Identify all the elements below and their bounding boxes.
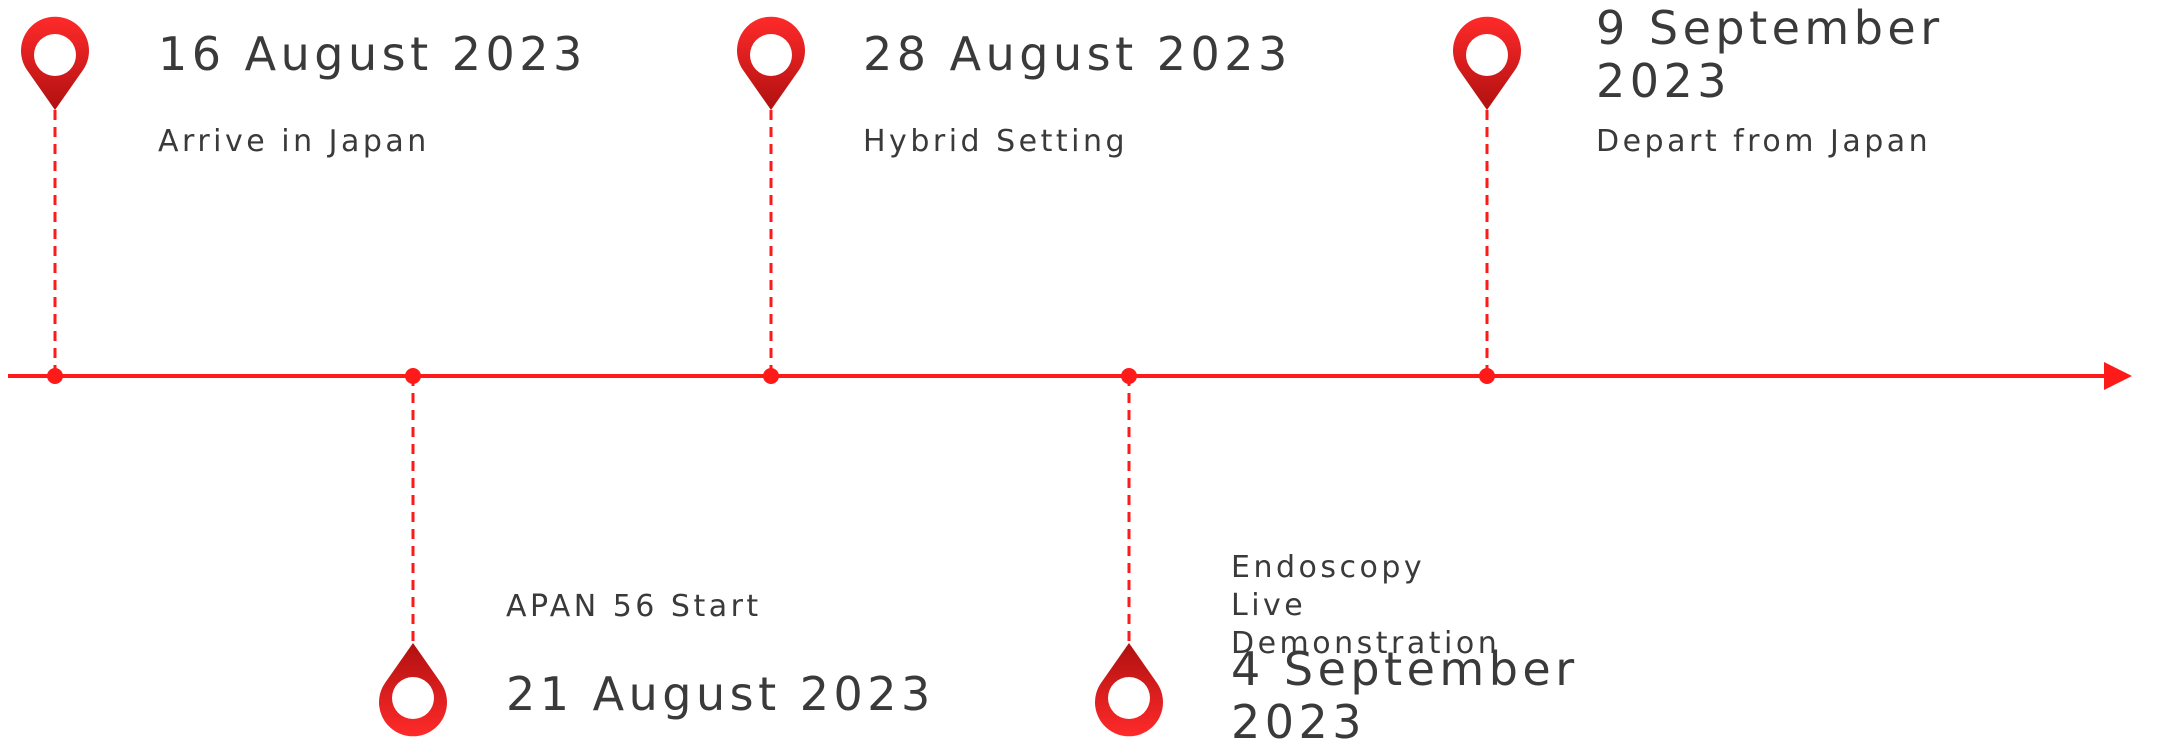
event-description-2: APAN 56 Start xyxy=(506,589,762,624)
timeline-node xyxy=(1479,368,1495,384)
event-date-4: 4 September 2023 xyxy=(1231,642,1579,749)
event-description-4: Endoscopy Live Demonstration xyxy=(1231,550,1501,661)
event-date-1: 16 August 2023 xyxy=(158,27,587,81)
event-description-5: Depart from Japan xyxy=(1596,124,1932,159)
timeline-node xyxy=(1121,368,1137,384)
timeline-node xyxy=(47,368,63,384)
event-marker-2 xyxy=(379,368,447,737)
timeline-node xyxy=(763,368,779,384)
event-marker-4 xyxy=(1094,368,1164,737)
event-marker-1 xyxy=(20,16,89,384)
event-marker-5 xyxy=(1453,16,1521,384)
event-date-5: 9 September 2023 xyxy=(1596,1,1944,108)
event-date-3: 28 August 2023 xyxy=(863,27,1292,81)
timeline-arrowhead-icon xyxy=(2104,362,2132,390)
event-date-2: 21 August 2023 xyxy=(506,667,935,721)
timeline-node xyxy=(405,368,421,384)
event-description-3: Hybrid Setting xyxy=(863,124,1129,159)
event-description-1: Arrive in Japan xyxy=(158,124,430,159)
event-marker-3 xyxy=(737,16,805,384)
